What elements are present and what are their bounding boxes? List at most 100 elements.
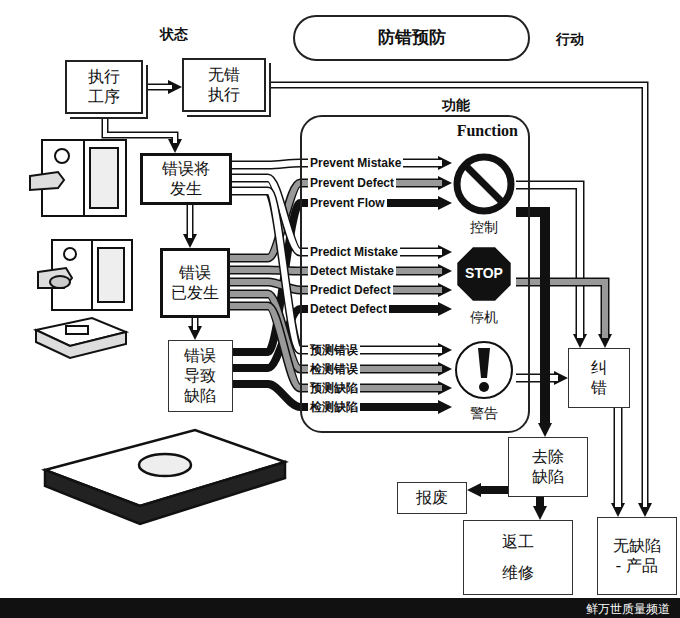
stop-icon: STOP 停机	[452, 242, 516, 326]
edge-label: Detect Mistake	[308, 264, 396, 278]
action-box: 返工 维修	[463, 520, 573, 595]
connector-outline	[232, 191, 442, 350]
watermark: 鲜万世质量频道	[586, 601, 670, 618]
connector-fill	[232, 191, 442, 350]
connector-outline	[192, 318, 199, 330]
node-text: 去除缺陷	[530, 447, 567, 487]
connector	[233, 384, 442, 407]
node-text: 功能	[442, 97, 470, 115]
connector-outline	[187, 205, 194, 238]
connector-outline	[143, 84, 172, 91]
connector-fill	[266, 85, 645, 507]
connector	[230, 306, 442, 388]
section-label: 行动	[556, 31, 584, 49]
connector-fill	[615, 408, 621, 507]
connector-outline	[233, 309, 442, 368]
edge-label: Predict Defect	[308, 283, 393, 297]
machine-panel	[90, 148, 118, 208]
connector-outline	[232, 163, 442, 165]
node-text: 错误 已发生	[169, 263, 222, 303]
connector-fill	[188, 205, 192, 238]
connector	[230, 270, 442, 271]
hand	[38, 268, 72, 288]
machine-dial	[64, 248, 76, 260]
state-box: 错误将 发生	[140, 153, 232, 205]
state-box: 错误 导致 缺陷	[168, 340, 233, 412]
edge-label: 检测缺陷	[308, 400, 360, 414]
connector-fill	[143, 85, 172, 89]
connector	[516, 212, 545, 427]
node-text: 控制	[470, 219, 498, 237]
connector-outline	[516, 212, 545, 427]
machine-dial	[55, 149, 69, 163]
connector	[195, 318, 196, 330]
connector-outline	[536, 497, 544, 510]
node-text: 执行 工序	[78, 67, 131, 107]
machine-2	[38, 240, 132, 310]
machine-divider	[83, 140, 85, 216]
warning-dot	[479, 382, 489, 392]
edge-label: Prevent Flow	[308, 196, 387, 210]
bottom-band	[0, 598, 680, 618]
connector	[516, 378, 558, 379]
connector	[477, 490, 508, 491]
part	[50, 276, 70, 288]
connector-outline	[516, 374, 558, 383]
connector	[540, 497, 541, 510]
function-region: 功能Function控制STOP停机警告	[300, 115, 530, 433]
connector	[232, 163, 442, 165]
connector	[266, 85, 645, 507]
ban-ring	[457, 157, 511, 211]
node-subtext: 停机	[470, 309, 498, 327]
edge-label: 预测错误	[308, 343, 360, 357]
connector-fill	[232, 163, 442, 165]
edge-label: Predict Mistake	[308, 245, 400, 259]
connector	[618, 408, 619, 507]
tray-large	[45, 430, 285, 524]
state-box: 错误 已发生	[160, 248, 230, 318]
machine-1	[30, 140, 126, 216]
connector-outline	[105, 114, 175, 143]
connector-fill	[230, 282, 442, 290]
action-box: 报废	[397, 482, 467, 514]
hand	[30, 172, 64, 190]
connector-outline	[230, 270, 442, 271]
node-text: 防错预防	[378, 27, 446, 48]
connector	[190, 205, 191, 238]
edge-label: Detect Defect	[308, 302, 389, 316]
action-box: 纠错	[568, 348, 630, 408]
connector-outline	[614, 408, 623, 507]
connector	[230, 282, 442, 290]
warn-symbol	[452, 338, 516, 402]
warning-bar	[478, 348, 490, 378]
node-text: 无错 执行	[198, 65, 251, 105]
tray-small	[36, 318, 126, 358]
node-subtext: Function	[457, 121, 518, 141]
node-text: 警告	[470, 405, 498, 423]
connector	[232, 191, 442, 350]
connector-fill	[230, 270, 442, 271]
state-box: 执行 工序	[65, 60, 143, 114]
warning-circle	[456, 342, 512, 398]
connector-outline	[233, 384, 442, 407]
connector-outline	[477, 486, 508, 494]
node-text: 纠错	[589, 358, 608, 398]
edge-label: 预测缺陷	[308, 381, 360, 395]
action-box: 去除缺陷	[508, 437, 588, 497]
state-box: 无错 执行	[182, 58, 266, 112]
machine-divider	[91, 240, 93, 310]
node-text: 错误 导致 缺陷	[174, 346, 227, 406]
edge-label: 检测错误	[308, 362, 360, 376]
warning-icon: 警告	[452, 338, 516, 422]
node-text: STOP	[452, 265, 516, 283]
control-icon: 控制	[452, 152, 516, 236]
defect-part	[139, 454, 191, 476]
machine-panel	[98, 248, 124, 302]
connector-outline	[230, 282, 442, 290]
connector-outline	[230, 306, 442, 388]
connector-fill	[105, 114, 175, 143]
title-pill: 防错预防	[293, 15, 530, 61]
section-label: 状态	[160, 26, 188, 44]
connector	[143, 87, 172, 88]
